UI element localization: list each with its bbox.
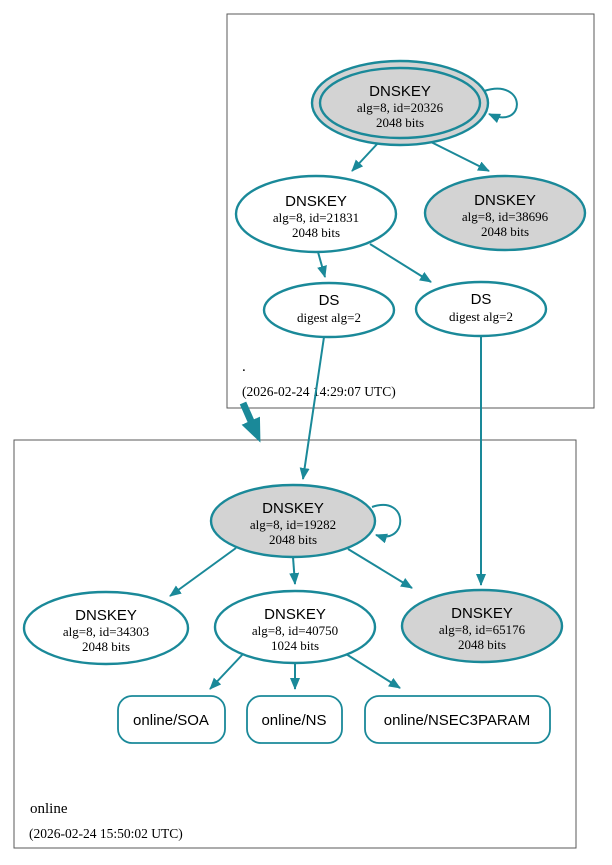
node-title: DNSKEY bbox=[474, 192, 536, 209]
node-dnskey-21831[interactable]: DNSKEY alg=8, id=21831 2048 bits bbox=[234, 174, 398, 254]
edge-19282-to-65176 bbox=[347, 548, 413, 589]
edge-21831-to-ds-right bbox=[369, 243, 432, 283]
edge-20326-to-38696 bbox=[428, 140, 490, 172]
node-title: DNSKEY bbox=[285, 193, 347, 210]
node-detail: digest alg=2 bbox=[297, 310, 361, 325]
node-bits: 2048 bits bbox=[458, 637, 506, 652]
node-title: DNSKEY bbox=[75, 607, 137, 624]
node-ds-root-right[interactable]: DS digest alg=2 bbox=[414, 280, 548, 338]
node-detail: alg=8, id=21831 bbox=[273, 210, 359, 225]
edge-ksk20326-selfsign bbox=[483, 87, 518, 124]
edge-19282-to-34303 bbox=[169, 547, 237, 597]
node-bits: 2048 bits bbox=[292, 225, 340, 240]
node-bits: 2048 bits bbox=[481, 224, 529, 239]
zone-label-online: online bbox=[30, 801, 68, 817]
node-title: DNSKEY bbox=[264, 606, 326, 623]
node-title: DS bbox=[319, 292, 340, 309]
node-rrset-online-nsec3param[interactable]: online/NSEC3PARAM bbox=[364, 695, 551, 744]
node-dnskey-40750[interactable]: DNSKEY alg=8, id=40750 1024 bits bbox=[213, 589, 377, 665]
edge-40750-to-nsec3param bbox=[345, 653, 401, 689]
node-ds-root-left[interactable]: DS digest alg=2 bbox=[262, 281, 396, 339]
edge-delegation-root-to-online bbox=[239, 401, 261, 443]
node-bits: 1024 bits bbox=[271, 638, 319, 653]
edge-19282-to-40750 bbox=[289, 556, 300, 585]
edge-20326-to-21831 bbox=[351, 141, 380, 172]
node-dnskey-65176[interactable]: DNSKEY alg=8, id=65176 2048 bits bbox=[400, 588, 564, 664]
node-rrset-online-ns[interactable]: online/NS bbox=[246, 695, 343, 744]
rrset-label: online/SOA bbox=[133, 712, 209, 729]
edge-ksk19282-selfsign bbox=[371, 504, 402, 544]
zone-timestamp-root: (2026-02-24 14:29:07 UTC) bbox=[242, 384, 396, 399]
node-title: DNSKEY bbox=[451, 605, 513, 622]
node-bits: 2048 bits bbox=[269, 532, 317, 547]
node-title: DS bbox=[471, 291, 492, 308]
edge-21831-to-ds-left bbox=[317, 251, 327, 278]
edges bbox=[169, 87, 518, 690]
node-detail: alg=8, id=38696 bbox=[462, 209, 549, 224]
zone-label-root: . bbox=[242, 359, 246, 375]
node-dnskey-38696[interactable]: DNSKEY alg=8, id=38696 2048 bits bbox=[423, 174, 587, 252]
node-bits: 2048 bits bbox=[376, 115, 424, 130]
zone-timestamp-online: (2026-02-24 15:50:02 UTC) bbox=[29, 826, 183, 841]
node-dnskey-20326[interactable]: DNSKEY alg=8, id=20326 2048 bits bbox=[310, 59, 490, 147]
node-detail: alg=8, id=34303 bbox=[63, 624, 149, 639]
node-dnskey-19282[interactable]: DNSKEY alg=8, id=19282 2048 bits bbox=[209, 483, 377, 559]
node-bits: 2048 bits bbox=[82, 639, 130, 654]
rrset-label: online/NS bbox=[261, 712, 326, 729]
edge-40750-to-soa bbox=[209, 653, 244, 690]
node-dnskey-34303[interactable]: DNSKEY alg=8, id=34303 2048 bits bbox=[22, 590, 190, 666]
node-detail: alg=8, id=20326 bbox=[357, 100, 444, 115]
node-detail: alg=8, id=40750 bbox=[252, 623, 338, 638]
edge-ds-left-to-19282 bbox=[299, 336, 325, 480]
node-detail: digest alg=2 bbox=[449, 309, 513, 324]
node-detail: alg=8, id=65176 bbox=[439, 622, 526, 637]
node-detail: alg=8, id=19282 bbox=[250, 517, 336, 532]
rrset-label: online/NSEC3PARAM bbox=[384, 712, 530, 729]
node-title: DNSKEY bbox=[369, 83, 431, 100]
node-title: DNSKEY bbox=[262, 500, 324, 517]
node-rrset-online-soa[interactable]: online/SOA bbox=[117, 695, 226, 744]
